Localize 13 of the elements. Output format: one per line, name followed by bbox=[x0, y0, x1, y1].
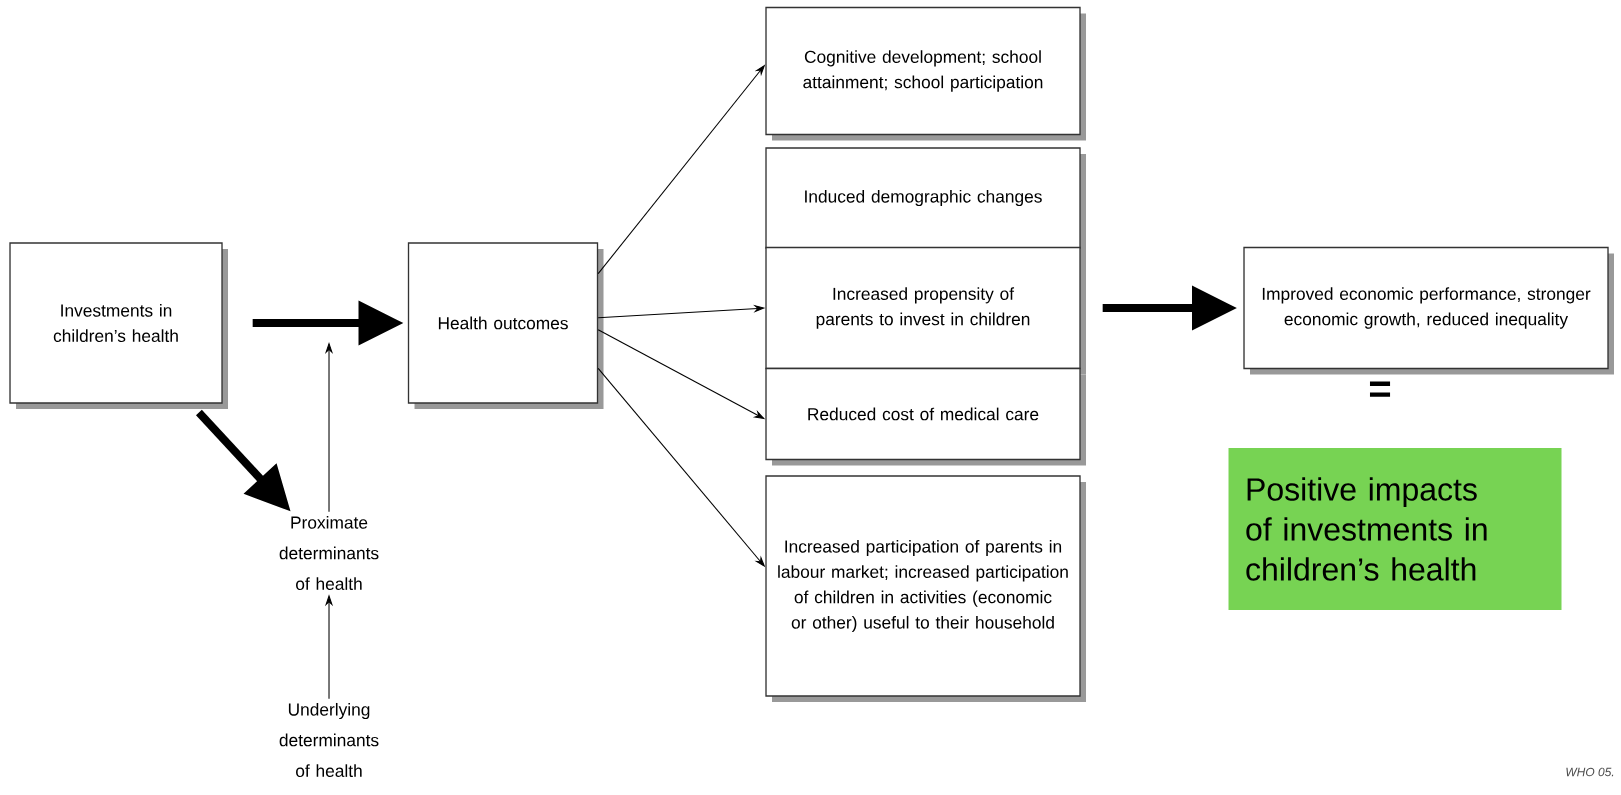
bare-text: Underlying determinants of health bbox=[279, 702, 379, 777]
text-box: Increased participation of parents in labour market; increased participation of children in activities (economic or other) useful to their household bbox=[765, 475, 1086, 702]
text-box: Reduced cost of medical care bbox=[765, 367, 1086, 466]
equals-sign: = bbox=[1370, 381, 1391, 397]
text-box: Investments in children’s health bbox=[9, 242, 228, 409]
text-box: Improved economic performance, stronger economic growth, reduced inequality bbox=[1243, 246, 1614, 375]
bare-text: Proximate determinants of health bbox=[279, 515, 379, 590]
text-box: Increased propensity of parents to invest in children bbox=[765, 246, 1086, 375]
text-box: Health outcomes bbox=[407, 242, 604, 409]
source-note: WHO 05. bbox=[1566, 767, 1614, 777]
highlight-box: Positive impacts of investments in children’s health bbox=[1228, 448, 1562, 610]
text-box: Cognitive development; school attainment; school participation bbox=[765, 6, 1086, 141]
text-box: Induced demographic changes bbox=[765, 147, 1086, 254]
